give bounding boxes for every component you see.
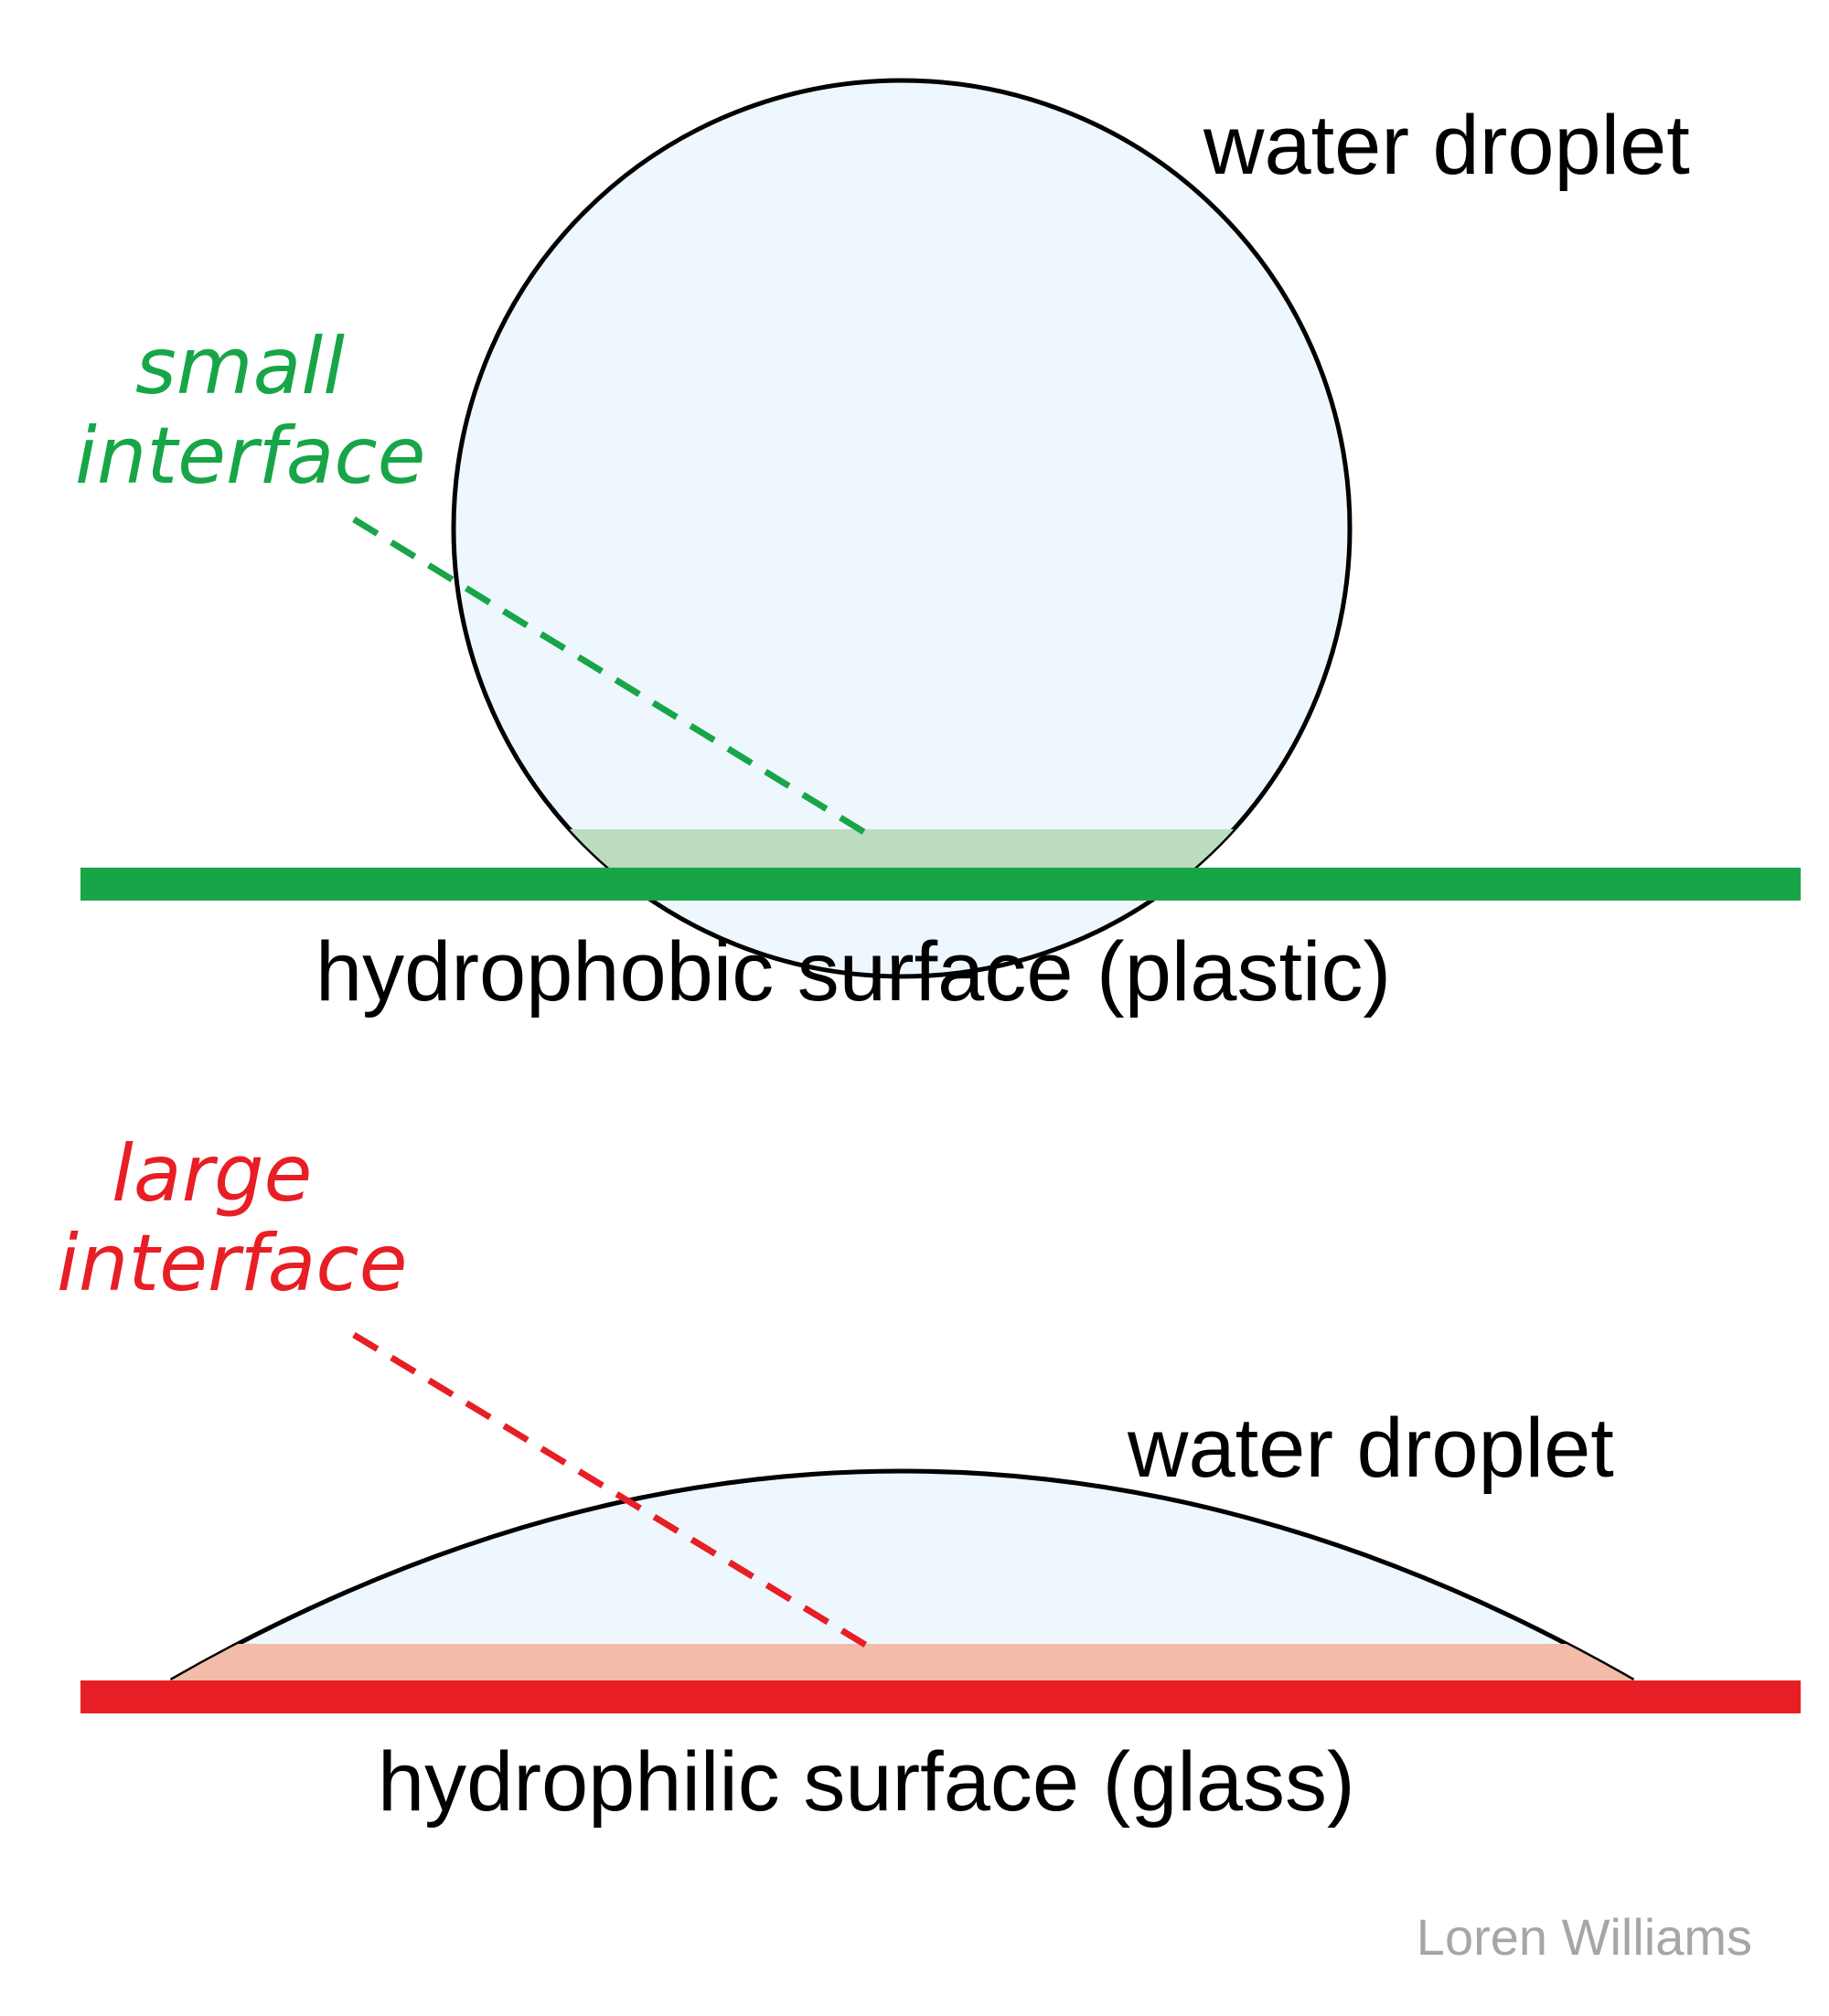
credit-text: Loren Williams <box>1417 1908 1752 1966</box>
bottom-droplet <box>169 1468 1635 1683</box>
large-interface-pointer <box>352 1332 869 1648</box>
small-interface-label-line1: small <box>135 321 345 412</box>
small-interface-band <box>454 829 1350 868</box>
hydrophobic-surface <box>80 868 1801 901</box>
small-interface-pointer <box>352 517 869 837</box>
hydrophobic-surface-label: hydrophobic surface (plastic) <box>316 925 1391 1019</box>
top-droplet <box>451 78 1353 979</box>
large-interface-band <box>171 1644 1633 1680</box>
large-interface-label-line2: interface <box>57 1218 408 1309</box>
hydrophilic-surface <box>80 1680 1801 1713</box>
bottom-panel: water droplet large interface hydrophili… <box>57 1128 1801 1829</box>
large-interface-label-line1: large <box>112 1128 312 1220</box>
top-droplet-label: water droplet <box>1203 99 1690 192</box>
hydrophilic-surface-label: hydrophilic surface (glass) <box>378 1735 1355 1829</box>
bottom-droplet-label: water droplet <box>1127 1402 1614 1495</box>
small-interface-label-line2: interface <box>75 411 426 502</box>
top-panel: water droplet small interface hydrophobi… <box>75 78 1801 1019</box>
